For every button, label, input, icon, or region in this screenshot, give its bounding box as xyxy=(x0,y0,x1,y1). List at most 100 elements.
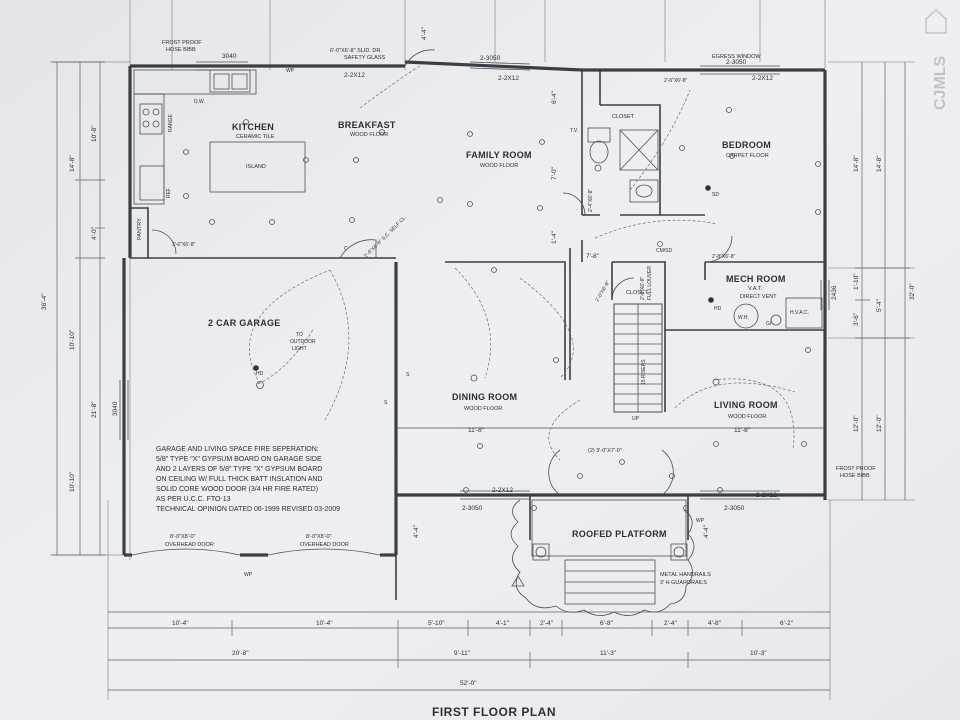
breakfast-label: BREAKFAST xyxy=(338,120,396,130)
watermark-text: CJMLS xyxy=(932,55,949,110)
window-3040-garage: 3040 xyxy=(112,401,119,416)
wp-label-bottom: WP xyxy=(244,572,253,578)
c-label: C xyxy=(344,246,348,252)
dim-bottom-1-2: 5'-10" xyxy=(428,620,445,627)
frost-right-line-1: FROST PROOF xyxy=(836,466,876,472)
egress-window-label: EGRESS WINDOW xyxy=(712,54,761,60)
fire-note-line-1: GARAGE AND LIVING SPACE FIRE SEPERATION: xyxy=(156,446,319,453)
island-label: ISLAND xyxy=(246,164,266,170)
frost-top-line-1: FROST PROOF xyxy=(162,40,202,46)
plan-title: FIRST FLOOR PLAN xyxy=(432,705,556,719)
handrails-line-1: METAL HANDRAILS xyxy=(660,572,711,578)
dim-int-3: 7'-8" xyxy=(586,253,600,260)
dim-left-outer-3: 21'-8" xyxy=(91,401,98,418)
fire-note-line-5: SOLID CORE WOOD DOOR (3/4 HR FIRE RATED) xyxy=(156,486,318,493)
warning-triangle-icon xyxy=(511,575,525,587)
fire-note-line-4: ON CEILING W/ FULL THICK BATT INSLATION … xyxy=(156,476,322,483)
smoke-detector-label: SD xyxy=(712,192,719,198)
dim-right-b-3: 3'-6" xyxy=(853,312,860,326)
family-room-label: FAMILY ROOM xyxy=(466,150,532,160)
handrails-line-2: 3' H GUARDRAILS xyxy=(660,580,707,586)
kitchen-finish: CERAMIC TILE xyxy=(236,134,275,140)
kitchen-counters xyxy=(133,69,306,205)
frost-top-line-2: HOSE BIBB xyxy=(166,47,196,53)
cm-sd-label: CM/SD xyxy=(656,248,673,254)
house-icon xyxy=(925,8,947,34)
bedroom-closet-label: CLOSET xyxy=(612,114,635,120)
stair-risers-label: 15 RISERS xyxy=(641,359,647,385)
bathroom-fixtures xyxy=(587,127,659,203)
dim-right-a-3: 12'-0" xyxy=(876,415,883,432)
living-room-label: LIVING ROOM xyxy=(714,400,778,410)
louver-line-2: FULL LOUVER xyxy=(647,266,653,300)
dim-int-4: 11'-8" xyxy=(468,427,485,434)
electrical-symbols xyxy=(183,107,821,511)
dim-bottom-2-3: 10'-3" xyxy=(750,650,767,657)
pantry-label: PANTRY xyxy=(137,218,143,240)
dim-int-5: 11'-8" xyxy=(734,427,751,434)
porch-posts xyxy=(532,543,688,561)
dim-right-a-2: 5'-4" xyxy=(876,298,883,312)
window-3050-top: 2-3050 xyxy=(480,55,501,62)
dim-bottom-1-0: 10'-4" xyxy=(172,620,189,627)
door-mech: 2'-8"X6'-8" xyxy=(712,254,735,260)
door-bedroom: 2'-6"X6'-8" xyxy=(664,78,687,84)
interior-dimensions: 7'-0" 6'-4" 1'-4" 7'-8" 11'-8" 11'-8" 4'… xyxy=(413,26,751,538)
dim-left-overall: 36'-4" xyxy=(41,293,48,310)
dim-int-2: 1'-4" xyxy=(551,230,558,244)
slider-line-1: 6'-0"X6'-8" SLID. DR. xyxy=(330,48,382,54)
dim-right-b-4: 12'-0" xyxy=(853,415,860,432)
slider-line-2: SAFETY GLASS xyxy=(344,55,385,61)
dim-right-b-2: 1'-10" xyxy=(853,273,860,290)
dim-left-seg-1: 14'-8" xyxy=(69,155,76,172)
s-label-dining: S xyxy=(384,400,388,406)
door-bath: 2'-4"X6'-8" xyxy=(588,189,594,212)
window-2436: 2436 xyxy=(831,285,838,300)
dim-bottom-2-0: 20'-8" xyxy=(232,650,249,657)
header-3: 2-2X12 xyxy=(752,75,773,82)
fire-note-line-7: TECHNICAL OPINION DATED 06-1999 REVISED … xyxy=(156,506,340,513)
dim-bottom-1-8: 6'-2" xyxy=(780,620,794,627)
frost-right-line-2: HOSE BIBB xyxy=(840,473,870,479)
dim-bottom-1-6: 2'-4" xyxy=(664,620,678,627)
mech-equipment xyxy=(733,297,823,329)
dim-left-seg-2: 10'-10" xyxy=(69,329,76,350)
garage-door-2-type: OVERHEAD DOOR xyxy=(300,542,349,548)
door-swings xyxy=(131,49,733,556)
cjmls-watermark: CJMLS xyxy=(925,8,949,110)
dim-bottom-1-4: 2'-4" xyxy=(540,620,554,627)
garage-door-2-size: 8'-0"X8'-0" xyxy=(306,534,332,540)
room-labels: KITCHEN CERAMIC TILE ISLAND BREAKFAST WO… xyxy=(137,114,786,539)
window-3050-living: 2-3050 xyxy=(724,505,745,512)
dining-room-label: DINING ROOM xyxy=(452,392,517,402)
stair-up-label: UP xyxy=(632,416,640,422)
fire-note-line-3: AND 2 LAYERS OF 5/8" TYPE "X" GYPSUM BOA… xyxy=(156,466,322,473)
garage-door-1-size: 8'-0"X8'-0" xyxy=(170,534,196,540)
family-room-finish: WOOD FLOOR xyxy=(480,163,518,169)
dim-bottom-2-1: 9'-11" xyxy=(454,650,471,657)
heat-detector-label: HD xyxy=(256,371,264,377)
stair-closet-label: CLOSET xyxy=(626,290,649,296)
wp-label-porch: WP xyxy=(696,518,705,524)
dim-bottom-1-3: 4'-1" xyxy=(496,620,510,627)
hvac-label: H.V.A.C. xyxy=(790,310,809,316)
dim-right-b-1: 14'-8" xyxy=(853,155,860,172)
water-heater-label: W.H. xyxy=(738,315,749,321)
fire-note-line-6: AS PER U.C.C. FTO-13 xyxy=(156,496,231,503)
outdoor-light-line-3: LIGHT xyxy=(292,346,307,352)
mech-heat-detector-label: HD xyxy=(714,306,722,312)
fire-note-line-2: 5/8" TYPE "X" GYPSUM BOARD ON GARAGE SID… xyxy=(156,456,322,463)
dim-int-0: 7'-0" xyxy=(551,166,558,180)
front-door-label: (2) 3'-0"X7'-0" xyxy=(588,448,622,454)
annotation-notes: FROST PROOF HOSE BIBB FROST PROOF HOSE B… xyxy=(156,40,876,586)
dim-int-1: 6'-4" xyxy=(551,90,558,104)
bedroom-label: BEDROOM xyxy=(722,140,771,150)
bedroom-finish: CARPET FLOOR xyxy=(726,153,769,159)
mech-room-label: MECH ROOM xyxy=(726,274,786,284)
electrical-wiring xyxy=(249,65,796,461)
roofed-platform-label: ROOFED PLATFORM xyxy=(572,529,667,539)
refrigerator-label: REF. xyxy=(166,187,172,198)
dishwasher-label: D.W. xyxy=(194,99,205,105)
bottom-dimensions xyxy=(108,611,830,691)
